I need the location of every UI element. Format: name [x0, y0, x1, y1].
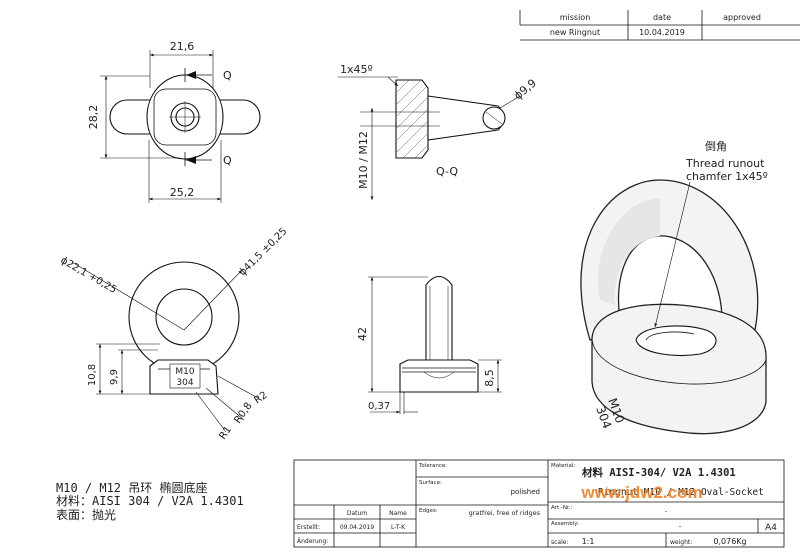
erstellt-label: Erstellt:	[297, 524, 320, 531]
section-marker-q-bottom: Q	[223, 154, 232, 167]
dim-height-10-8: 10,8	[87, 364, 98, 386]
edges-label: Edges:	[419, 508, 438, 514]
weight-label: weight:	[670, 539, 692, 546]
iso-base	[591, 303, 767, 435]
tolerance-label: Tolerance:	[418, 463, 447, 469]
scale-label: scale:	[551, 539, 568, 546]
artnr-label: Art.-Nr.:	[551, 505, 573, 511]
dim-height-8-5: 8,5	[483, 369, 496, 387]
aenderung-label: Änderung:	[297, 538, 328, 545]
dim-ring-diameter: ϕ9,9	[512, 76, 539, 102]
dim-width-0-37: 0,37	[368, 401, 390, 412]
scale-value: 1:1	[582, 537, 595, 546]
section-title: Q-Q	[436, 165, 458, 178]
iso-thread-hole	[635, 325, 717, 357]
title-block: Tolerance: Surface: polished Edges: grat…	[293, 459, 785, 548]
dim-top-height: 28,2	[87, 105, 100, 130]
artnr-value: -	[665, 508, 668, 516]
surface-label: Surface:	[419, 480, 442, 486]
note-line-2: 材料：AISI 304 / V2A 1.4301	[56, 494, 244, 508]
top-view: 21,6 28,2 25,2 Q Q	[87, 40, 261, 203]
dim-inner-diameter: ϕ22,1 +0,25	[59, 255, 119, 296]
iso-note-1: Thread runout	[685, 157, 765, 170]
note-line-1: M10 / M12 吊环 椭圆底座	[56, 480, 207, 495]
side-section-view: 1x45º ϕ9,9 M10 / M12 Q-Q	[338, 63, 539, 200]
section-marker-q-top: Q	[223, 69, 232, 82]
designation-value: Ringnut M10 / M12 Oval-Socket	[598, 487, 764, 498]
center-stem	[425, 275, 453, 363]
dim-height-9-9: 9,9	[109, 369, 120, 385]
dim-top-width: 21,6	[170, 40, 195, 53]
center-view: 42 8,5 0,37	[356, 275, 502, 414]
erstellt-name: L-T-K	[391, 524, 406, 531]
thread-label: M10 / M12	[357, 131, 370, 189]
notes: M10 / M12 吊环 椭圆底座 材料：AISI 304 / V2A 1.43…	[56, 480, 244, 522]
front-view: M10 304 ϕ22,1 +0,25 ϕ41,5 ±0,25 10,8 9,9…	[59, 226, 290, 442]
assembly-label: Assembly:	[551, 521, 579, 527]
dim-height-42: 42	[356, 327, 369, 341]
dim-top-bottom: 25,2	[170, 186, 195, 199]
col-name: Name	[389, 510, 407, 517]
dim-radius-r1: R1	[217, 425, 234, 442]
material-label: Material:	[551, 463, 575, 469]
iso-note-2: chamfer 1x45º	[686, 170, 768, 183]
dim-outer-diameter: ϕ41,5 ±0,25	[237, 226, 289, 278]
mission-value: new Ringnut	[550, 28, 600, 37]
date-value: 10.04.2019	[639, 28, 685, 37]
side-section-body	[395, 79, 429, 159]
weight-value: 0,076Kg	[713, 537, 746, 546]
center-base	[399, 359, 479, 393]
approved-label: approved	[723, 13, 761, 22]
edges-value: gratfrei, free of ridges	[469, 509, 541, 517]
front-ring-inner	[155, 288, 213, 346]
dim-chamfer: 1x45º	[340, 63, 373, 76]
assembly-value: -	[679, 523, 682, 531]
format-value: A4	[765, 523, 777, 533]
mission-label: mission	[560, 13, 591, 22]
dim-radius-r0-8: R0,8	[232, 401, 254, 426]
front-engrave-2: 304	[176, 378, 193, 388]
material-value: 材料 AISI-304/ V2A 1.4301	[581, 466, 736, 479]
header-block: mission date approved new Ringnut 10.04.…	[519, 10, 800, 41]
date-label: date	[653, 13, 671, 22]
watermark: www.jdw2.com	[580, 483, 702, 502]
dim-radius-r2: R2	[252, 390, 269, 407]
iso-note-cn: 倒角	[705, 140, 727, 153]
surface-value: polished	[511, 488, 540, 496]
erstellt-date: 09.04.2019	[340, 524, 375, 531]
front-engrave-1: M10	[175, 367, 194, 377]
isometric-view: M10 304 倒角 Thread runout chamfer 1x45º	[580, 140, 768, 435]
note-line-3: 表面：抛光	[56, 507, 116, 522]
col-datum: Datum	[347, 510, 367, 517]
